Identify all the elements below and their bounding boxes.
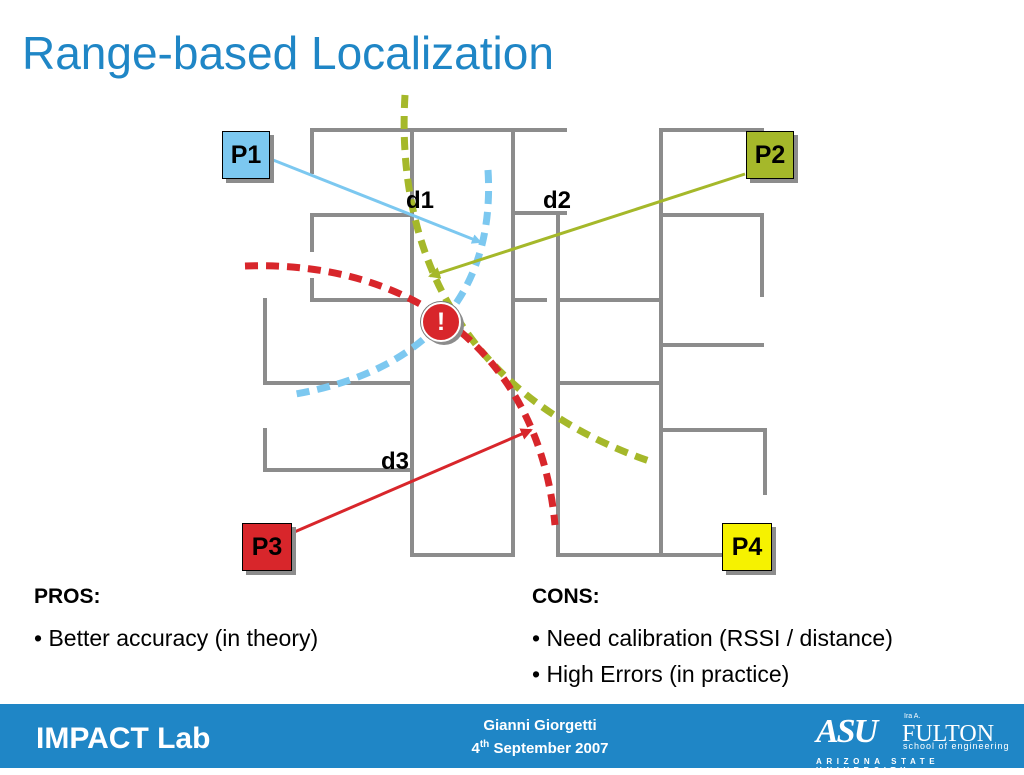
- range-arc-p3: [244, 262, 559, 526]
- range-arc-p1: [289, 169, 493, 399]
- author-name: Gianni Giorgetti: [483, 717, 597, 734]
- presentation-date: 4th September 2007: [471, 739, 609, 757]
- cons-section: CONS: • Need calibration (RSSI / distanc…: [532, 585, 893, 697]
- range-arc-p2: [400, 94, 654, 466]
- pros-item: • Better accuracy (in theory): [34, 625, 319, 651]
- cons-item: • Need calibration (RSSI / distance): [532, 625, 893, 651]
- asu-mark: ASU: [816, 713, 878, 750]
- lab-name: IMPACT Lab: [36, 722, 211, 755]
- unknown-node-marker: !: [421, 302, 461, 342]
- footer-bar: IMPACT Lab Gianni Giorgetti 4th Septembe…: [0, 704, 1024, 775]
- anchor-p4: P4: [722, 523, 772, 571]
- logo-university-text: ARIZONA STATE UNIVERSITY: [816, 757, 940, 775]
- slide-title: Range-based Localization: [22, 27, 554, 79]
- logo-school-text: school of engineering: [903, 741, 1010, 751]
- anchor-p2: P2: [746, 131, 794, 179]
- cons-item: • High Errors (in practice): [532, 661, 790, 687]
- anchor-p3: P3: [242, 523, 292, 571]
- distance-label-d2: d2: [543, 187, 572, 214]
- distance-label-d3: d3: [381, 448, 410, 475]
- asu-fulton-logo: ASU Ira A. FULTON school of engineering …: [806, 707, 1022, 775]
- distance-arrow-d2: [428, 172, 746, 279]
- logo-ira-text: Ira A.: [904, 713, 921, 720]
- cons-heading: CONS:: [532, 585, 600, 608]
- anchor-p1: P1: [222, 131, 270, 179]
- distance-arrow-d3: [291, 428, 533, 535]
- logo-fulton-text: FULTON: [902, 721, 995, 747]
- pros-heading: PROS:: [34, 585, 101, 608]
- distance-arrow-d1: [267, 156, 482, 244]
- distance-label-d1: d1: [406, 187, 435, 214]
- building-walls: [263, 128, 767, 557]
- pros-section: PROS: • Better accuracy (in theory): [34, 585, 318, 661]
- author-credit: Gianni Giorgetti 4th September 2007: [440, 716, 640, 758]
